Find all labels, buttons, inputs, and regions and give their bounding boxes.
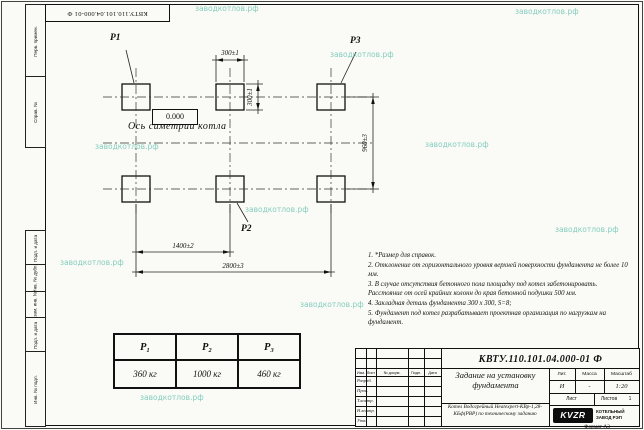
pad-label-p3: Р3 [350,36,361,46]
divider-line [604,369,605,393]
load-table-header-p2: Р₂ [176,334,238,360]
watermark: заводкотлов.рф [515,7,579,16]
tb-sheets-value: 1 [628,396,632,402]
divider-line [441,403,550,404]
tb-sheets-label: Листов [600,396,618,402]
watermark: заводкотлов.рф [245,205,309,214]
tb-lit-label: Лит. [557,372,567,377]
dimension-300-side: 300±1 [246,88,254,106]
dimension-arrowheads [136,58,375,274]
divider-line [441,349,443,426]
dimension-960: 960±3 [361,134,369,152]
boiler-symmetry-axis-label: Ось симетрии котла [128,121,227,132]
tb-col-list: Лист [366,369,376,375]
left-stamp-inv-podl: Инв. № подл. [25,351,46,427]
technical-notes: 1. *Размер для справок. 2. Отклонение от… [368,252,632,329]
level-mark: 0.000 [152,109,198,125]
note-line: 2. Отклонение от горизонтального уровня … [368,261,628,278]
divider-line [356,386,441,387]
watermark: заводкотлов.рф [140,393,204,402]
top-doc-number-text: КВТУ.110.101.04.000-01 Ф [67,9,148,17]
divider-line [356,396,441,397]
watermark: заводкотлов.рф [300,300,364,309]
drawing-frame [45,4,639,426]
tb-col-podp: Подп. [410,369,422,375]
watermark: заводкотлов.рф [425,140,489,149]
pad-label-p1: Р1 [110,33,121,43]
watermark: заводкотлов.рф [95,142,159,151]
format-note: Формат А3 [584,424,611,430]
divider-line [575,369,576,393]
leader-line [125,49,135,84]
top-doc-number-stamp: КВТУ.110.101.04.000-01 Ф [45,4,170,22]
tb-scale-value: 1:20 [615,383,628,390]
tb-mass-value: - [588,383,591,390]
tb-col-izm: Изм. [356,369,366,375]
dimension-1400: 1400±2 [172,242,194,250]
title-block-subtitle: Котел Водогрейный Heatexpert-КВр-1,28-КБ… [447,404,543,417]
load-table-header-p1: Р₁ [114,334,176,360]
tb-row-prov: Пров. [357,388,369,393]
tb-row-nkontr: Н.контр. [357,408,375,413]
load-table-value-p3: 460 кг [238,360,300,388]
divider-line [424,349,425,426]
divider-line [408,349,409,426]
leader-line [236,202,249,223]
title-block-title: Задание на установку фундамента [455,370,536,390]
tb-row-tkontr: Т.контр. [357,398,374,403]
tb-sheet-label: Лист [566,396,577,402]
tb-lit-value: И [559,383,565,390]
divider-line [549,393,639,395]
tb-col-data: Дата [428,369,437,375]
watermark: заводкотлов.рф [555,225,619,234]
title-block-doc-number: КВТУ.110.101.04.000-01 Ф [478,354,603,365]
tb-row-utv: Утв. [357,418,367,423]
divider-line [376,349,377,426]
dimension-300-top: 300±1 [221,49,239,57]
load-table-header-p3: Р₃ [238,334,300,360]
load-table: Р₁ Р₂ Р₃ 360 кг 1000 кг 460 кг [113,333,301,389]
divider-line [549,380,639,381]
note-line: 5. Фундамент под котел разрабатывает про… [368,309,606,326]
divider-line [356,406,441,407]
watermark: заводкотлов.рф [330,50,394,59]
kvzr-logo-caption: КОТЕЛЬНЫЙ ЗАВОД РЭП [596,409,625,420]
kvzr-logo: KVZR [553,408,593,423]
note-line: 4. Закладная деталь фундамента 300 x 300… [368,299,512,307]
dimension-2800: 2800±3 [222,262,244,270]
divider-line [356,368,441,369]
divider-line [441,368,639,370]
leader-line [340,51,357,84]
divider-line [549,369,551,426]
watermark: заводкотлов.рф [195,4,259,13]
divider-line [356,376,441,377]
divider-line [356,358,441,359]
load-table-value-p1: 360 кг [114,360,176,388]
load-table-value-p2: 1000 кг [176,360,238,388]
tb-col-ndokum: № докум. [383,369,401,375]
left-stamp-sprav-n: Справ. № [25,76,46,148]
title-block: КВТУ.110.101.04.000-01 Ф Изм. Лист № док… [355,348,640,427]
tb-row-razrab: Разраб. [357,378,372,383]
tb-scale-label: Масштаб [611,372,632,377]
tb-mass-label: Масса [582,372,597,377]
divider-line [549,405,639,406]
watermark: заводкотлов.рф [60,258,124,267]
note-line: 3. В случае отсутствия бетонного пола пл… [368,280,598,297]
pad-label-p2: Р2 [241,224,252,234]
divider-line [594,394,595,405]
divider-line [366,349,367,426]
note-line: 1. *Размер для справок. [368,252,437,259]
divider-line [356,416,441,417]
